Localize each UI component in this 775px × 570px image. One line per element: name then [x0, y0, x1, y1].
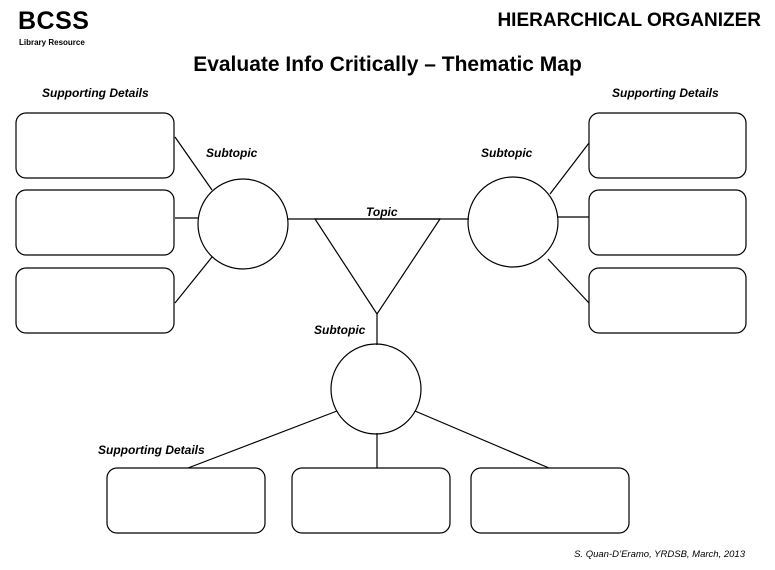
- subtopic-circle-bottom: [330, 343, 422, 435]
- detail-box-left-3[interactable]: [15, 267, 175, 334]
- detail-box-bottom-3[interactable]: [470, 467, 630, 534]
- detail-box-right-3[interactable]: [588, 267, 747, 334]
- subtopic-label-left: Subtopic: [206, 146, 258, 160]
- brand-logo-text: BCSS: [18, 7, 90, 35]
- subtopic-circle-left: [197, 178, 289, 270]
- connector-left-3: [174, 256, 213, 304]
- connector-bottom-1: [187, 410, 338, 469]
- detail-box-bottom-2[interactable]: [291, 467, 451, 534]
- detail-box-bottom-1[interactable]: [106, 467, 266, 534]
- credit-footer: S. Quan-D’Eramo, YRDSB, March, 2013: [574, 549, 745, 560]
- subtopic-circle-right: [467, 176, 559, 268]
- detail-box-right-1[interactable]: [588, 112, 747, 179]
- organizer-type-heading: HIERARCHICAL ORGANIZER: [497, 10, 761, 31]
- supporting-details-label-bottom: Supporting Details: [98, 443, 205, 457]
- connector-left-1: [174, 136, 213, 191]
- connector-right-1: [549, 142, 590, 195]
- connector-right-3: [547, 258, 590, 304]
- detail-box-right-2[interactable]: [588, 189, 747, 256]
- connector-bottom-3: [414, 410, 550, 469]
- topic-label: Topic: [366, 205, 398, 219]
- subtopic-label-right: Subtopic: [481, 146, 533, 160]
- detail-box-left-1[interactable]: [15, 112, 175, 179]
- subtopic-label-bottom: Subtopic: [314, 323, 366, 337]
- supporting-details-label-right: Supporting Details: [612, 86, 719, 100]
- brand-subtitle: Library Resource: [19, 38, 85, 47]
- page-title: Evaluate Info Critically – Thematic Map: [193, 53, 582, 76]
- detail-box-left-2[interactable]: [15, 189, 175, 256]
- supporting-details-label-left: Supporting Details: [42, 86, 149, 100]
- topic-triangle: [313, 218, 442, 316]
